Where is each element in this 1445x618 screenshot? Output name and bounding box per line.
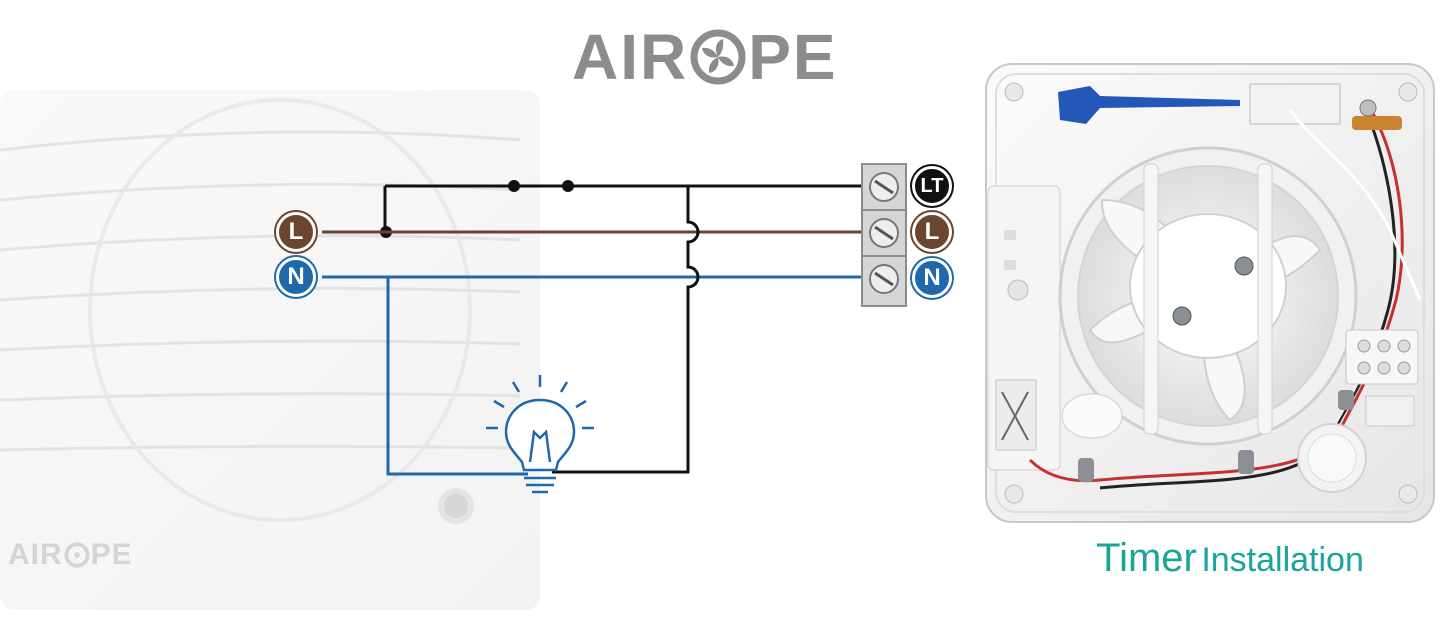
badge-neutral-supply-label: N <box>287 263 305 290</box>
badge-neutral-supply: N <box>276 257 316 297</box>
lightbulb-icon <box>486 375 594 494</box>
caption: Timer Installation <box>1060 536 1400 581</box>
badge-live-supply-label: L <box>288 218 304 245</box>
badge-n-terminal: N <box>912 258 952 298</box>
switch-contact-2 <box>562 180 574 192</box>
brand-logo: AIR PE <box>572 21 838 93</box>
wire-lamp-feed <box>552 186 700 474</box>
badge-live-supply: L <box>276 212 316 252</box>
wire-lamp-neutral <box>386 277 528 476</box>
fan-watermark-icon <box>64 542 90 568</box>
terminal-block <box>861 163 907 307</box>
brand-watermark-suffix: PE <box>90 538 133 571</box>
terminal-screw-lt <box>869 172 899 202</box>
terminal-screw-l <box>869 218 899 248</box>
badge-n-terminal-label: N <box>923 264 941 291</box>
badge-lt-terminal: LT <box>912 166 952 206</box>
brand-logo-watermark: AIR PE <box>8 535 133 575</box>
fan-icon <box>690 29 746 85</box>
caption-word-installation: Installation <box>1201 541 1364 579</box>
brand-watermark-prefix: AIR <box>8 538 63 571</box>
blue-lever <box>1058 86 1240 124</box>
caption-word-timer: Timer <box>1096 536 1197 580</box>
switch-contact-1 <box>508 180 520 192</box>
terminal-screw-n <box>869 264 899 294</box>
brand-name-suffix: PE <box>748 21 838 93</box>
brand-name-prefix: AIR <box>572 21 689 93</box>
badge-l-terminal: L <box>912 212 952 252</box>
badge-l-terminal-label: L <box>924 218 940 245</box>
badge-lt-terminal-label: LT <box>920 174 944 197</box>
